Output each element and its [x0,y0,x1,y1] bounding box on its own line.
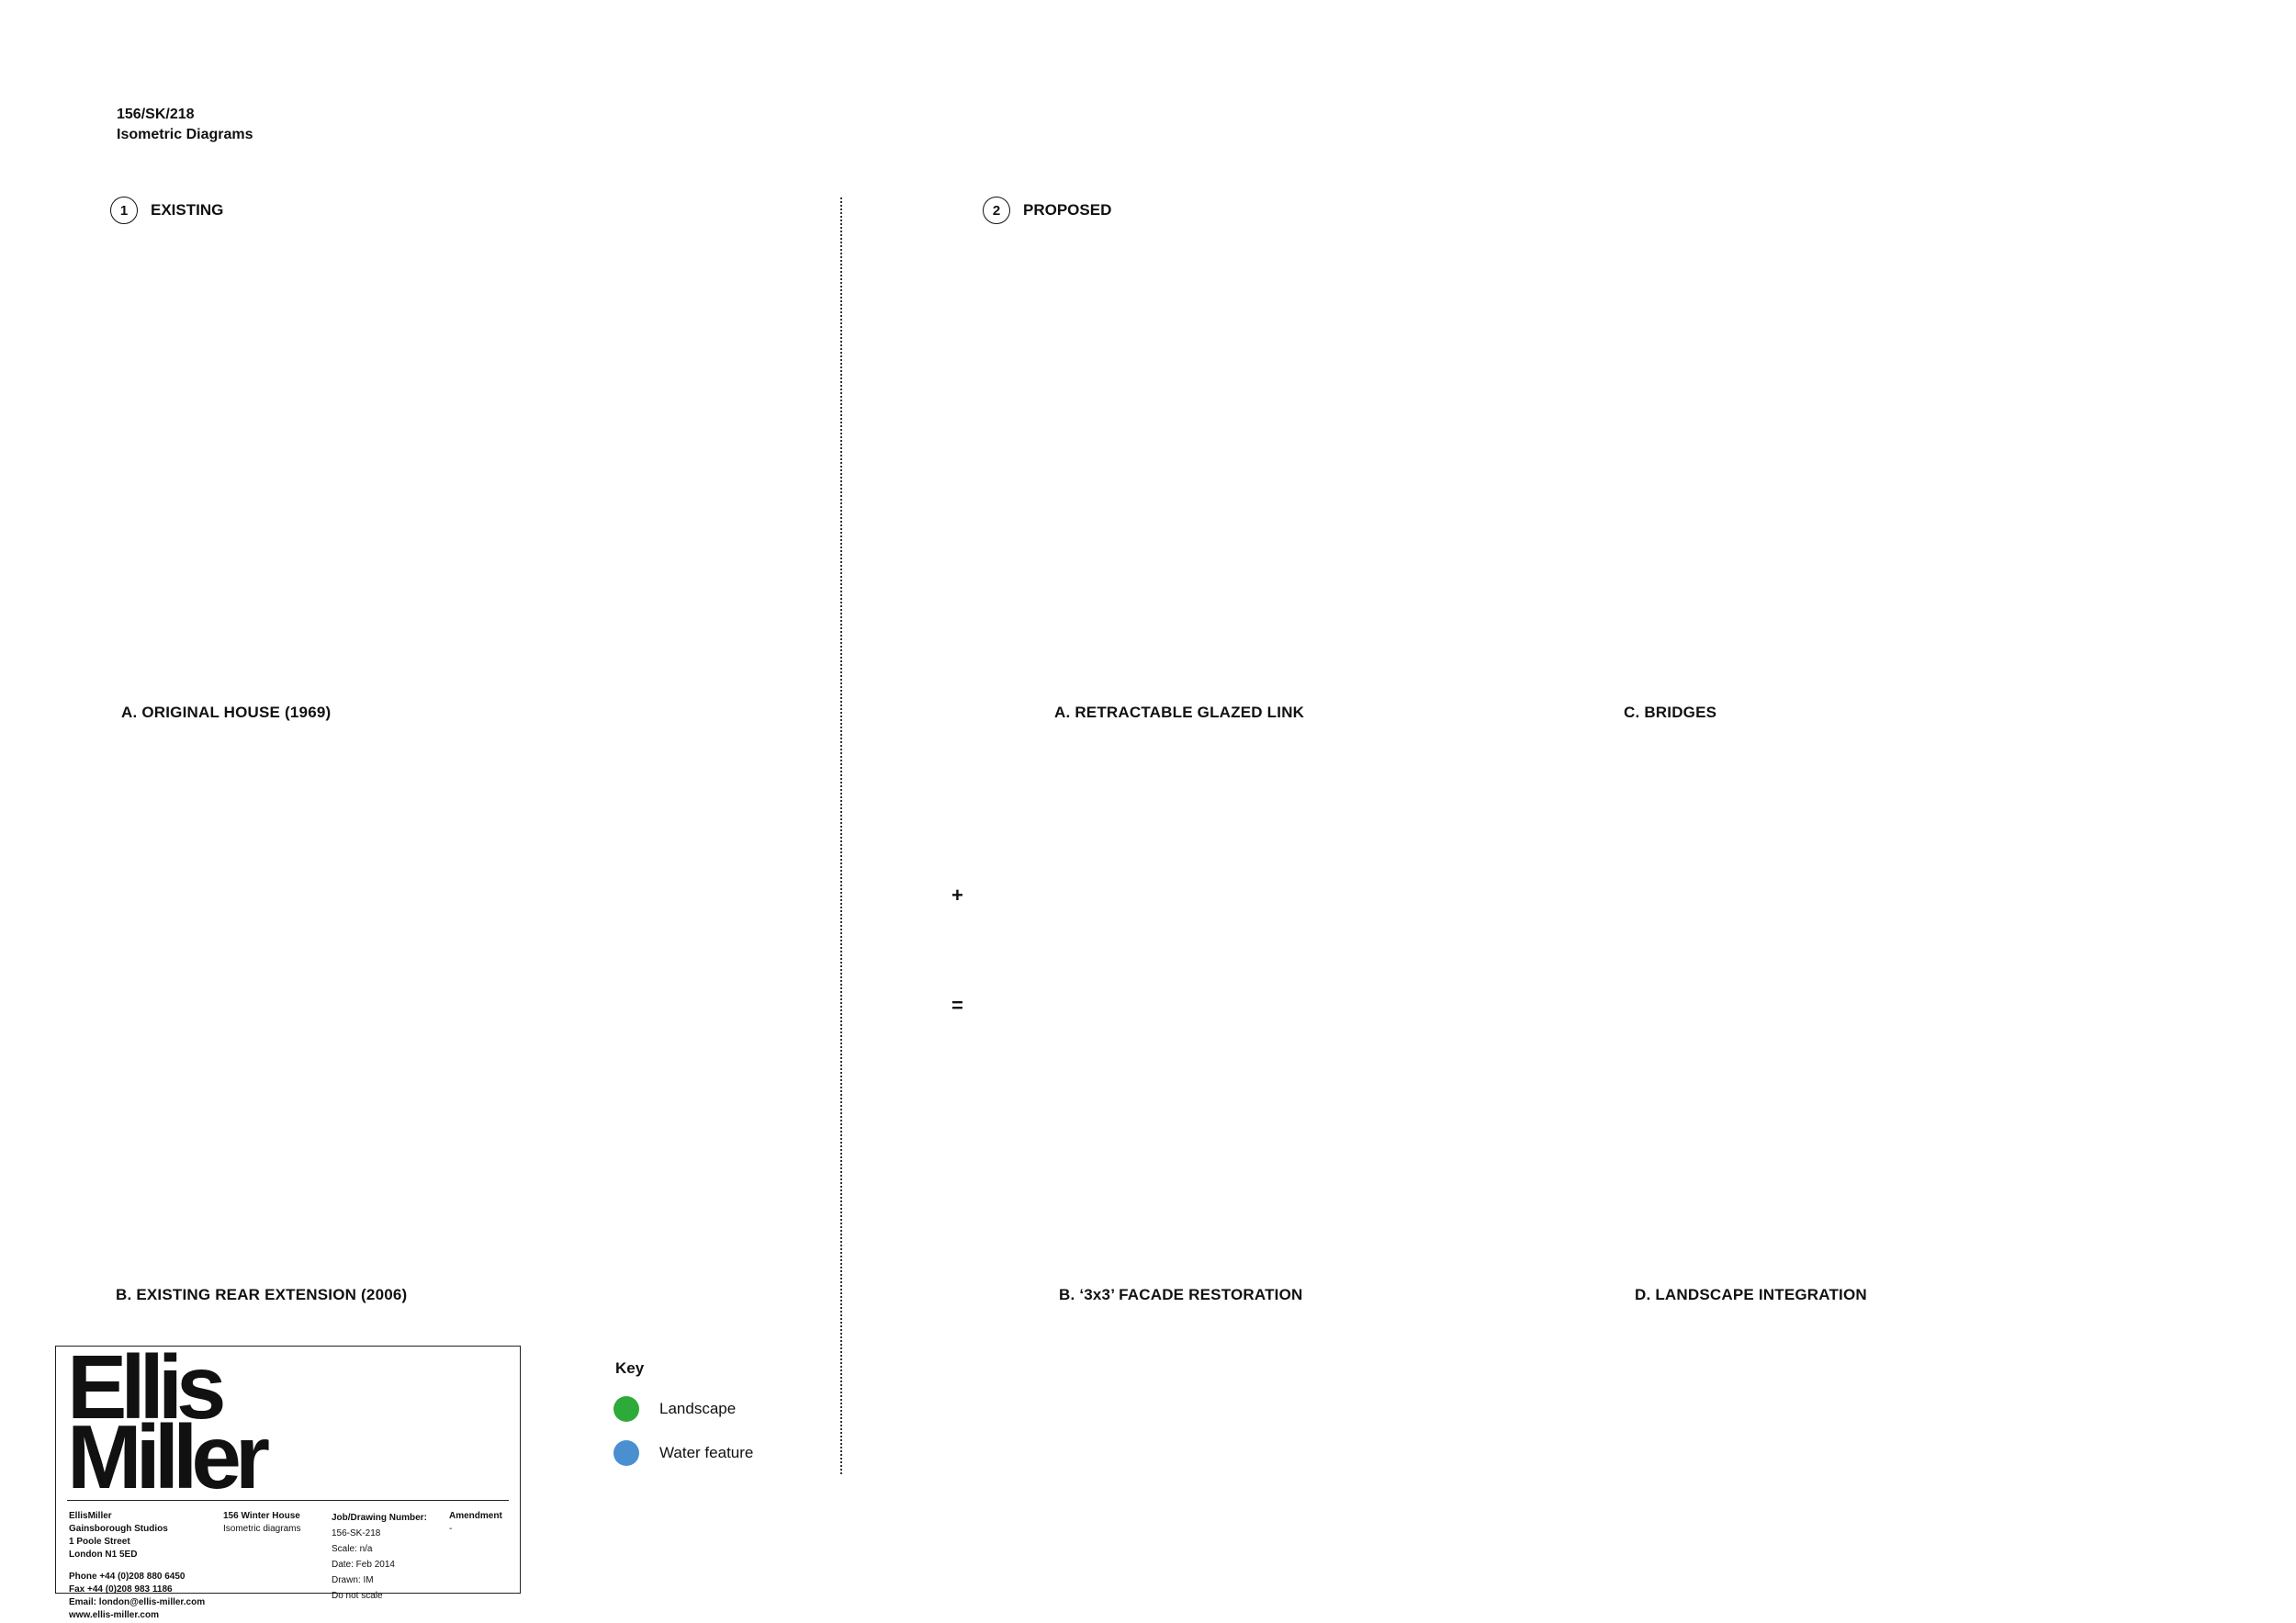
job-scale: Scale: n/a [332,1544,373,1554]
caption-glazed-link: A. RETRACTABLE GLAZED LINK [1054,704,1305,721]
section-existing: 1 EXISTING [110,197,223,224]
landscape-swatch [613,1396,639,1422]
firm-address-3: London N1 5ED [69,1550,138,1560]
firm-details: EllisMiller Gainsborough Studios 1 Poole… [69,1510,205,1622]
equation-stair-u [908,900,1007,975]
job-note: Do not scale [332,1591,383,1601]
job-details: Job/Drawing Number: 156-SK-218 Scale: n/… [332,1510,427,1604]
equation-combined [908,1023,1007,1124]
facade-red-arrow [1222,1064,1493,1231]
equation-glass-box [913,774,1011,879]
project-description: Isometric diagrams [223,1524,301,1534]
title-block: Ellis Miller EllisMiller Gainsborough St… [55,1336,521,1620]
section-number-2: 2 [983,197,1010,224]
firm-email: Email: london@ellis-miller.com [69,1597,206,1607]
water-feature [1798,1088,2030,1220]
amendment-details: Amendment - [449,1510,502,1536]
title-block-rule [67,1500,509,1501]
key-label-water: Water feature [659,1444,754,1461]
bridge-strips [1837,522,2101,687]
firm-logo: Ellis Miller [67,1336,270,1507]
job-date: Date: Feb 2014 [332,1560,395,1570]
firm-fax: Fax +44 (0)208 983 1186 [69,1584,173,1595]
job-label: Job/Drawing Number: [332,1513,427,1523]
job-drawn: Drawn: IM [332,1575,374,1585]
firm-address-2: 1 Poole Street [69,1537,130,1547]
amendment-value: - [449,1524,453,1534]
caption-original-house: A. ORIGINAL HOUSE (1969) [121,704,332,721]
section-title-existing: EXISTING [151,201,224,219]
glazed-link-box [1386,483,1536,632]
firm-web: www.ellis-miller.com [69,1610,159,1620]
caption-landscape-integration: D. LANDSCAPE INTEGRATION [1635,1286,1867,1303]
project-name: 156 Winter House [223,1511,300,1521]
job-number: 156-SK-218 [332,1528,381,1538]
equation-plus: + [951,884,963,907]
caption-rear-extension: B. EXISTING REAR EXTENSION (2006) [116,1286,408,1303]
equation-split [908,1143,1007,1223]
rear-extension-block [565,1029,785,1203]
key-item-water: Water feature [613,1440,753,1466]
firm-address-1: Gainsborough Studios [69,1524,168,1534]
water-swatch [613,1440,639,1466]
firm-name: EllisMiller [69,1511,112,1521]
section-proposed: 2 PROPOSED [983,197,1111,224]
legend-key: Key Landscape Water feature [613,1359,753,1466]
drawing-header: 156/SK/218 Isometric Diagrams [117,105,253,145]
landscape-green [1855,1089,2264,1233]
section-divider [840,197,842,1474]
drawing-code: 156/SK/218 [117,107,195,122]
facade-glazed-box [1432,1059,1536,1180]
key-label-landscape: Landscape [659,1400,737,1417]
amendment-label: Amendment [449,1511,502,1521]
key-title: Key [615,1359,645,1377]
section-number-1: 1 [110,197,138,224]
section-title-proposed: PROPOSED [1023,201,1112,219]
drawing-subtitle: Isometric Diagrams [117,127,253,142]
caption-facade-restoration: B. ‘3x3’ FACADE RESTORATION [1059,1286,1303,1303]
logo-line-1: Ellis [67,1336,227,1437]
equation-equals: = [951,994,963,1017]
logo-line-2: Miller [67,1406,270,1507]
caption-bridges: C. BRIDGES [1624,704,1717,721]
project-details: 156 Winter House Isometric diagrams [223,1510,300,1536]
firm-phone: Phone +44 (0)208 880 6450 [69,1572,186,1582]
key-item-landscape: Landscape [613,1396,753,1422]
